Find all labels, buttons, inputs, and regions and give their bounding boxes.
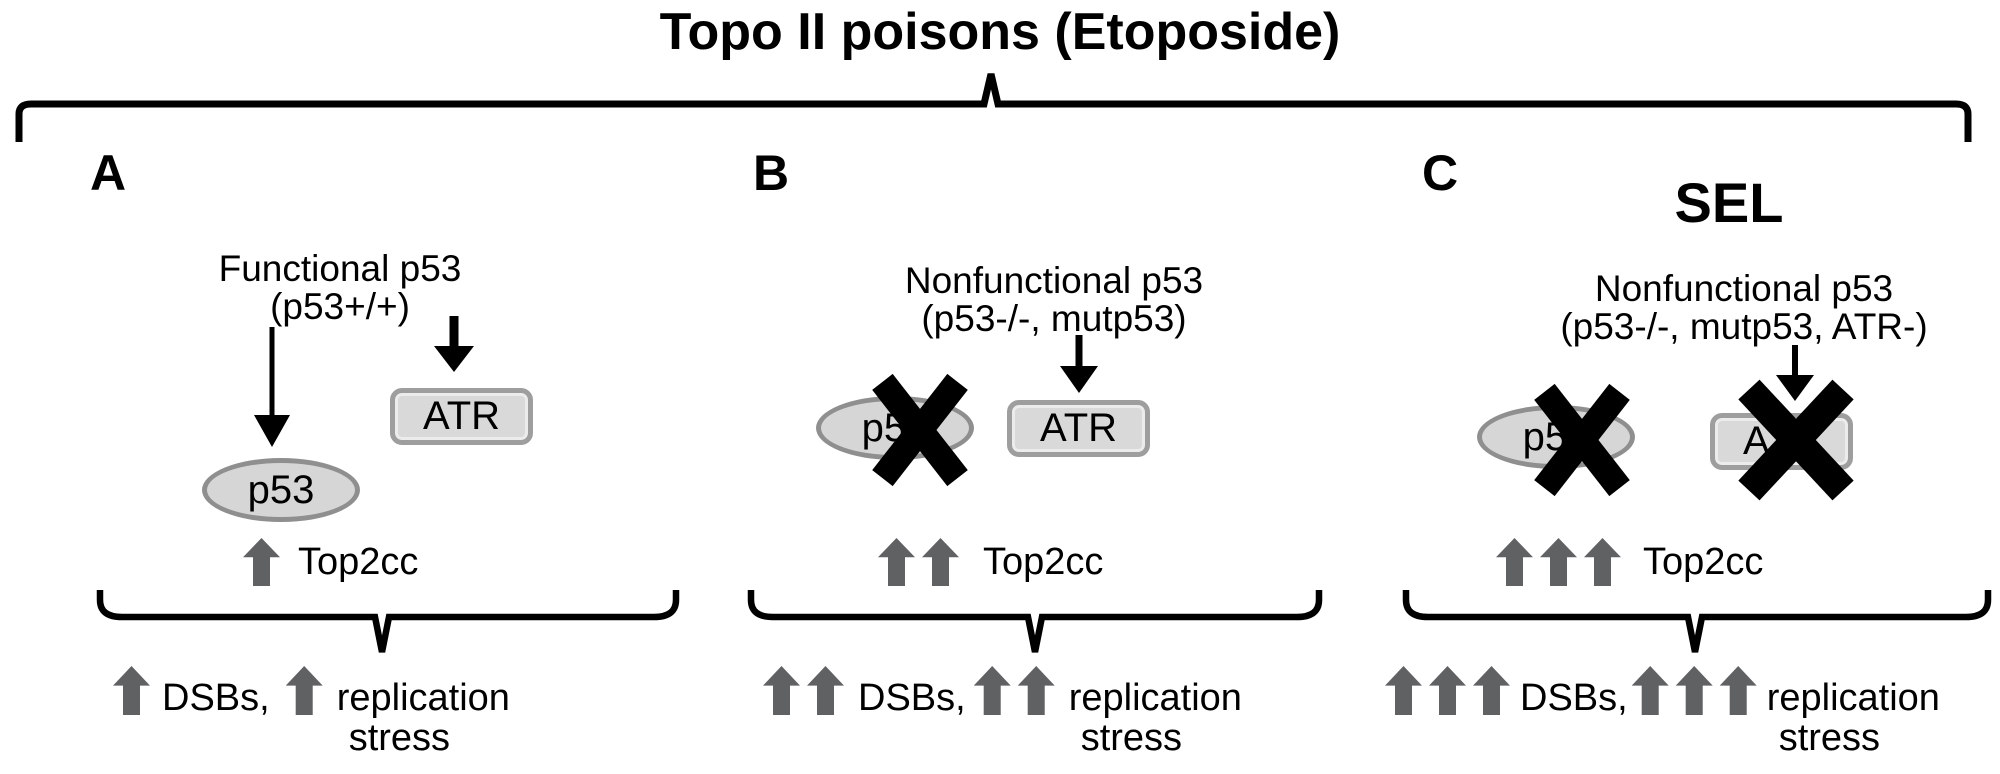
- bottom-brace: [1402, 590, 1992, 653]
- up-arrow-icon: [1496, 538, 1533, 586]
- up-arrow-icon: [1631, 666, 1669, 715]
- condition-text: Functional p53 (p53+/+): [120, 250, 560, 326]
- down-arrow-to-atr-icon: [434, 316, 474, 372]
- up-arrow-icon: [807, 666, 844, 715]
- replication-line2: stress: [348, 717, 451, 759]
- outcome-row: DSBs, replication stress: [1385, 666, 1940, 758]
- down-arrow-to-p53-icon: [254, 327, 290, 447]
- top2cc-row: Top2cc: [878, 538, 1103, 586]
- dsb-label: DSBs,: [1520, 677, 1628, 719]
- condition-line2: (p53-/-, mutp53, ATR-): [1560, 306, 1928, 347]
- dsb-label: DSBs,: [858, 677, 966, 719]
- top2cc-up-arrows: [243, 538, 280, 586]
- down-arrow-to-atr-icon: [1060, 335, 1098, 393]
- top2cc-row: Top2cc: [1496, 538, 1763, 586]
- top2cc-up-arrows: [878, 538, 959, 586]
- up-arrow-icon: [1473, 666, 1510, 715]
- atr-label: ATR: [1039, 406, 1118, 450]
- top2cc-up-arrows: [1496, 538, 1621, 586]
- p53-cross-out-icon: [876, 381, 964, 479]
- dsb-up-arrows: [1385, 666, 1510, 715]
- up-arrow-icon: [285, 666, 323, 715]
- up-arrow-icon: [1675, 666, 1713, 715]
- p53-ellipse: p53: [202, 458, 360, 522]
- atr-label: ATR: [422, 394, 501, 438]
- condition-line1: Functional p53: [218, 248, 462, 289]
- replication-stress-label: replication stress: [337, 666, 510, 758]
- dsb-label: DSBs,: [162, 677, 270, 719]
- panel-b: B Nonfunctional p53 (p53-/-, mutp53) p53…: [700, 105, 1395, 774]
- replication-line1: replication: [1068, 677, 1242, 719]
- up-arrow-icon: [1385, 666, 1422, 715]
- panel-label: A: [90, 145, 127, 201]
- top2cc-label: Top2cc: [983, 541, 1104, 583]
- up-arrow-icon: [1540, 538, 1577, 586]
- sel-heading: SEL: [1674, 171, 1784, 234]
- replication-up-arrows: [973, 666, 1055, 715]
- p53-label: p53: [247, 467, 315, 512]
- panel-label: B: [753, 145, 790, 201]
- outcome-row: DSBs, replication stress: [113, 666, 510, 758]
- bottom-brace: [747, 590, 1323, 653]
- dsb-up-arrows: [763, 666, 844, 715]
- replication-line2: stress: [1080, 717, 1183, 759]
- panel-c: C SEL Nonfunctional p53 (p53-/-, mutp53,…: [1350, 105, 2000, 774]
- up-arrow-icon: [973, 666, 1011, 715]
- condition-text: Nonfunctional p53 (p53-/-, mutp53, ATR-): [1464, 270, 2000, 346]
- up-arrow-icon: [763, 666, 800, 715]
- replication-up-arrows: [285, 666, 323, 715]
- top2cc-label: Top2cc: [1643, 541, 1764, 583]
- condition-line1: Nonfunctional p53: [904, 260, 1204, 301]
- figure-title: Topo II poisons (Etoposide): [659, 3, 1341, 61]
- panel-label: C: [1422, 145, 1459, 201]
- top-brace: [15, 73, 1972, 142]
- condition-text: Nonfunctional p53 (p53-/-, mutp53): [794, 262, 1314, 338]
- top2cc-label: Top2cc: [298, 541, 419, 583]
- condition-line2: (p53+/+): [270, 286, 410, 327]
- up-arrow-icon: [878, 538, 915, 586]
- outcome-row: DSBs, replication stress: [763, 666, 1242, 758]
- atr-box: ATR: [1007, 400, 1150, 457]
- up-arrow-icon: [1017, 666, 1055, 715]
- condition-line2: (p53-/-, mutp53): [921, 298, 1187, 339]
- condition-line1: Nonfunctional p53: [1594, 268, 1894, 309]
- replication-line2: stress: [1778, 717, 1881, 759]
- replication-stress-label: replication stress: [1767, 666, 1940, 758]
- replication-stress-label: replication stress: [1069, 666, 1242, 758]
- up-arrow-icon: [1584, 538, 1621, 586]
- up-arrow-icon: [1719, 666, 1757, 715]
- up-arrow-icon: [113, 666, 150, 715]
- panel-a: A Functional p53 (p53+/+) ATR p53 Top2cc…: [60, 105, 700, 774]
- replication-line1: replication: [336, 677, 510, 719]
- top2cc-row: Top2cc: [243, 538, 418, 586]
- bottom-brace: [96, 590, 680, 653]
- replication-up-arrows: [1631, 666, 1757, 715]
- atr-cross-out-icon: [1746, 388, 1846, 492]
- up-arrow-icon: [243, 538, 280, 586]
- p53-cross-out-icon: [1538, 391, 1626, 489]
- atr-box: ATR: [390, 388, 533, 445]
- dsb-up-arrows: [113, 666, 150, 715]
- replication-line1: replication: [1766, 677, 1940, 719]
- up-arrow-icon: [1429, 666, 1466, 715]
- up-arrow-icon: [922, 538, 959, 586]
